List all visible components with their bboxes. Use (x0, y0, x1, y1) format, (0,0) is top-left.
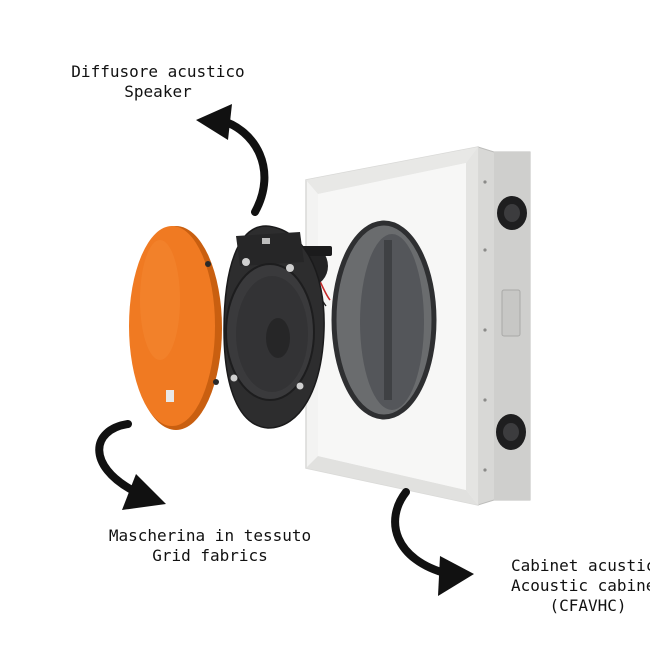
cabinet-label: Cabinet acustico Acoustic cabinet (CFAVH… (488, 556, 650, 616)
fabric-grill (129, 226, 222, 430)
grid-label-english: Grid fabrics (152, 546, 268, 565)
speaker-driver (223, 225, 332, 429)
frame-screw (483, 248, 487, 252)
curved-arrow-icon (196, 104, 269, 216)
cabinet-bevel-bottom (306, 456, 478, 505)
speaker-mount-plate (236, 232, 304, 266)
cabinet-bevel-right (466, 147, 478, 505)
grill-logo-tag (166, 390, 174, 402)
cabinet-label-italian: Cabinet acustico (510, 556, 650, 575)
speaker-clip (242, 258, 250, 266)
speaker-clip (230, 374, 238, 382)
frame-screw (483, 398, 487, 402)
terminal-plate (501, 289, 521, 337)
speaker-label-english: Speaker (124, 82, 192, 101)
cabinet-port-top-inner (504, 204, 520, 222)
grid-fabric-label: Mascherina in tessuto Grid fabrics (96, 526, 324, 566)
speaker-clip (286, 264, 294, 272)
frame-screw (483, 468, 487, 472)
curved-arrow-icon (95, 420, 166, 510)
cabinet-inner-bracket (384, 240, 392, 400)
grill-face (129, 226, 215, 426)
speaker-screw (262, 238, 270, 244)
speaker-clip (296, 382, 304, 390)
cabinet-bevel-top (306, 147, 478, 194)
frame-screw (483, 180, 487, 184)
cabinet-label-english: Acoustic cabinet (510, 576, 650, 595)
cabinet-port-bottom-inner (503, 423, 519, 441)
grill-peg (213, 379, 219, 385)
frame-screw (483, 328, 487, 332)
grill-peg (205, 261, 211, 267)
acoustic-cabinet (305, 146, 531, 506)
curved-arrow-icon (391, 488, 474, 596)
speaker-dustcap (266, 318, 290, 358)
speaker-label-italian: Diffusore acustico (71, 62, 245, 81)
grid-label-italian: Mascherina in tessuto (108, 526, 312, 545)
grill-highlight (140, 240, 180, 360)
speaker-label: Diffusore acustico Speaker (66, 62, 250, 102)
cabinet-label-code: (CFAVHC) (549, 596, 627, 615)
